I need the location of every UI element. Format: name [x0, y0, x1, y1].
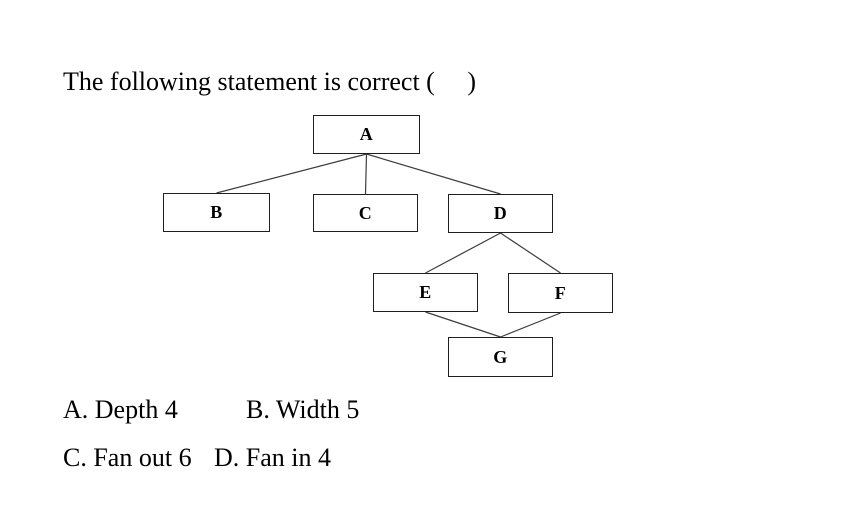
node-C-label: C: [358, 202, 373, 223]
edge-E-G: [425, 311, 501, 338]
node-E-label: E: [419, 282, 432, 302]
node-B-label: B: [210, 202, 223, 222]
node-A: A: [313, 115, 420, 154]
node-E: E: [373, 273, 478, 312]
question-text: The following statement is correct ( ): [63, 67, 476, 96]
options-row-2: C. Fan out 6 D. Fan in 4: [63, 443, 359, 473]
node-D-label: D: [493, 203, 508, 223]
node-F-label: F: [554, 282, 567, 303]
node-C: C: [313, 194, 418, 232]
option-b: B. Width 5: [246, 395, 360, 424]
edge-A-C: [364, 153, 368, 195]
edge-D-E: [425, 232, 501, 274]
node-A-label: A: [359, 124, 374, 144]
node-F: F: [508, 273, 613, 313]
node-B: B: [163, 193, 270, 232]
edge-F-G: [500, 312, 561, 338]
option-c: C. Fan out 6: [63, 443, 192, 472]
node-G-label: G: [493, 346, 508, 367]
option-a: A. Depth 4: [63, 395, 178, 424]
option-d: D. Fan in 4: [214, 443, 331, 472]
edge-A-B: [216, 153, 367, 194]
options-row-1: A. Depth 4 B. Width 5: [63, 395, 359, 425]
edge-A-D: [366, 153, 501, 195]
node-D: D: [448, 194, 553, 233]
node-G: G: [448, 337, 553, 377]
edge-D-F: [500, 232, 561, 274]
answer-options: A. Depth 4 B. Width 5 C. Fan out 6 D. Fan …: [63, 395, 359, 473]
